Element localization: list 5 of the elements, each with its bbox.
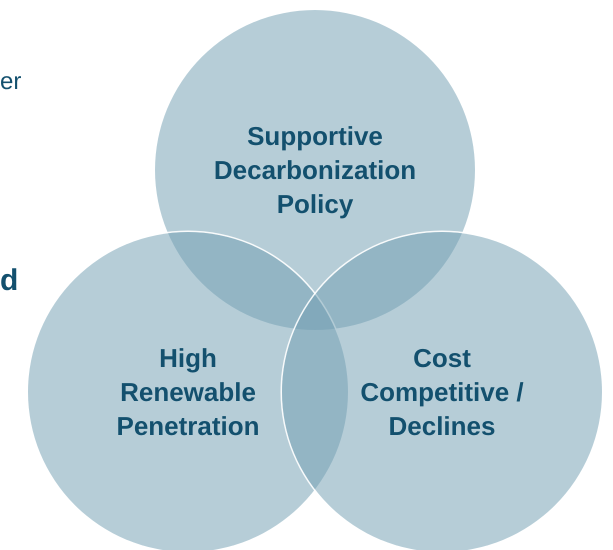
circle-label: High Renewable Penetration	[115, 342, 261, 443]
text-fragment: d	[0, 264, 18, 298]
circle-label: Supportive Decarbonization Policy	[212, 120, 418, 221]
circle-label: Cost Competitive / Declines	[359, 342, 525, 443]
text-fragment: er	[0, 68, 22, 96]
